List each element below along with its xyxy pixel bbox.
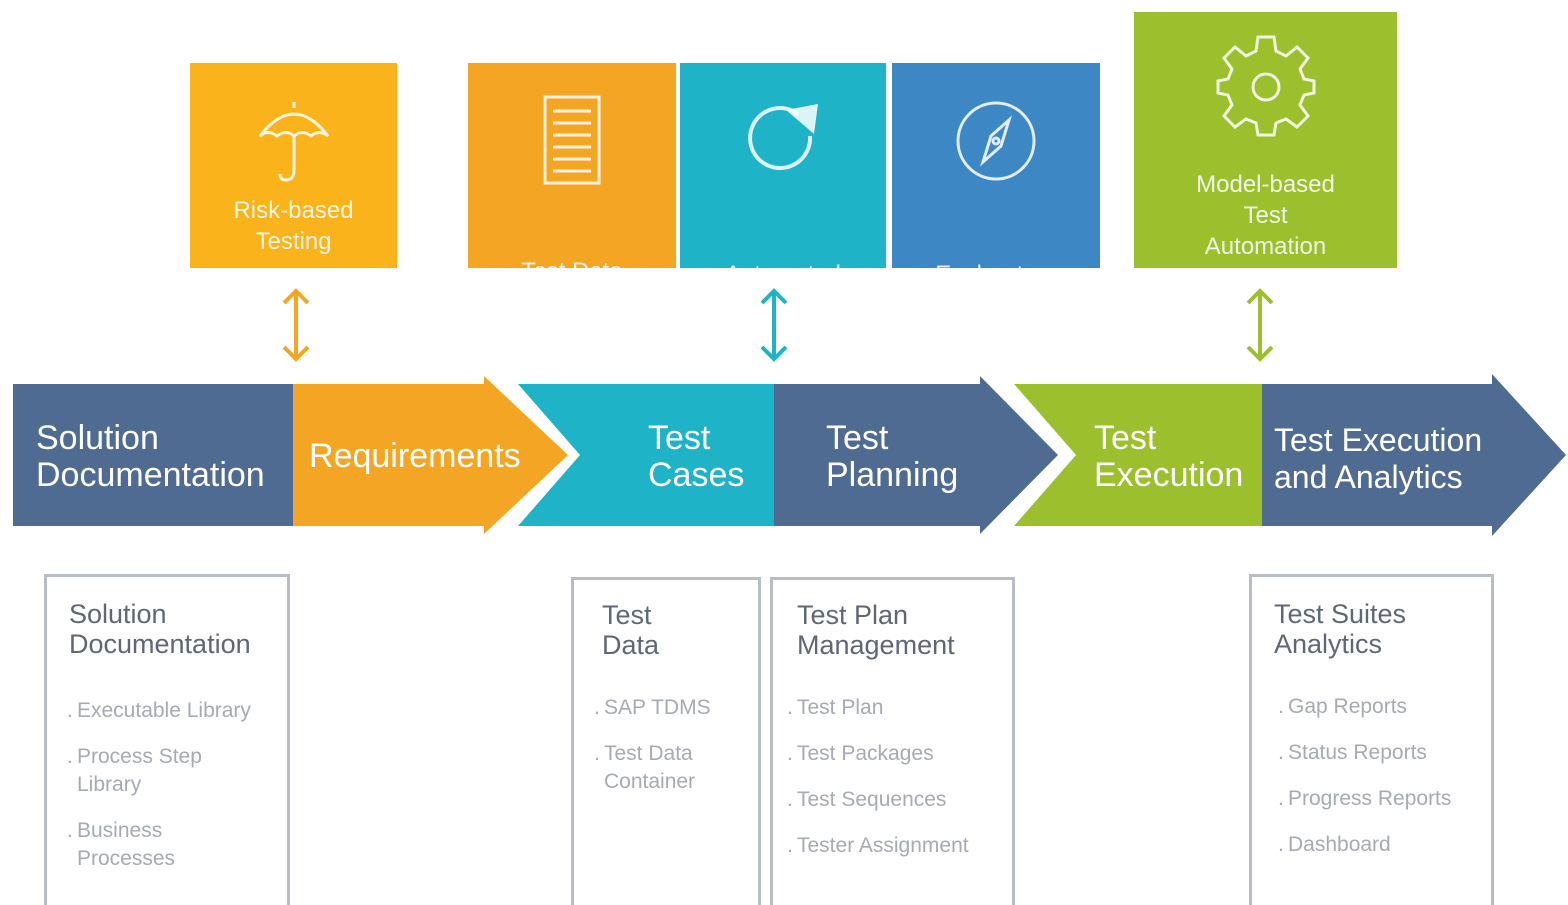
list-item: Test Plan [787,694,969,722]
card-title-line: Test Plan [797,600,909,630]
list-item-text: SAP TDMS [604,696,711,719]
list-item-text: Test Plan [797,696,884,719]
flow-segment-test-planning [774,376,1058,534]
flow-label-line: Cases [648,456,745,494]
flow-label-requirements: Requirements [309,438,521,475]
card-title: Solution Documentation [69,599,251,659]
tile-risk-based-testing: Risk-based Testing [190,63,397,268]
tile-label-line: Test Data [521,258,623,285]
card-title-line: Solution [69,599,167,629]
list-item-text: Dashboard [1288,833,1391,856]
list-item-text: Business [77,819,163,842]
tile-label-line: Test Cases [723,292,843,319]
flow-label-solution-documentation: Solution Documentation [36,420,265,494]
card-title: Test Data [602,600,659,660]
flow-label-line: Test Execution [1274,422,1483,458]
tile-label-line: Testing [957,292,1035,319]
connector-model-execution [1246,288,1274,362]
list-item-text: Container [604,770,696,793]
tile-label-line: Model-based [1196,171,1335,198]
list-item-text: Progress Reports [1288,787,1452,810]
flow-label-line: Test [826,419,889,457]
list-item-text: Library [77,773,142,796]
tile-automated-test-cases: Automated Test Cases [680,63,886,319]
card-title-line: Data [602,630,660,660]
flow-label-line: and Analytics [1274,459,1463,495]
list-item: SAP TDMS [594,694,711,722]
refresh-arrow-icon [680,81,886,201]
connector-automated-testcases [760,288,788,362]
flow-label-line: Solution [36,419,159,457]
flow-label-line: Documentation [36,456,265,494]
card-title: Test Plan Management [797,600,955,660]
list-item-text: Test Sequences [797,788,947,811]
flow-segment-requirements [293,376,568,534]
tile-label-line: Risk-based [233,197,354,224]
tile-label-line: Automation [1204,233,1327,260]
document-stack-icon [468,81,676,201]
list-item-text: Process Step [77,745,202,768]
tile-label-line: Test [1243,202,1288,229]
list-item-text: Status Reports [1288,741,1427,764]
list-item: Dashboard [1278,831,1451,859]
tile-model-based-test-automation: Model-based Test Automation [1134,12,1397,268]
flow-segment-test-execution [1014,384,1264,526]
flow-label-line: Execution [1094,456,1244,494]
card-solution-documentation: Solution Documentation Executable Librar… [44,574,290,905]
umbrella-icon [190,81,397,201]
list-item-text: Processes [77,847,176,870]
card-title-line: Analytics [1274,629,1383,659]
card-title: Test Suites Analytics [1274,599,1406,659]
compass-icon [892,81,1100,201]
list-item-text: Gap Reports [1288,695,1408,718]
card-title-line: Documentation [69,629,251,659]
flow-label-test-execution-analytics: Test Execution and Analytics [1274,422,1482,496]
gear-icon [1134,32,1397,142]
card-title-line: Test [602,600,652,630]
flow-label-test-cases: Test Cases [648,420,744,494]
list-item-text: Test Data [604,742,693,765]
flow-label-test-planning: Test Planning [826,420,958,494]
flow-label-line: Test [648,419,711,457]
flow-segment-solution-documentation [13,384,295,526]
flow-segment-test-execution-analytics [1262,374,1566,536]
flow-segment-test-cases [518,384,776,526]
tile-label-line: Testing [255,228,332,255]
card-title-line: Test Suites [1274,599,1407,629]
tile-test-data-management: Test Data Management [468,63,676,316]
flow-label-line: Requirements [309,437,521,475]
flow-label-line: Test [1094,419,1157,457]
card-test-plan-management: Test Plan Management Test Plan Test Pack… [770,577,1015,905]
list-item: Test Packages [787,740,969,768]
tile-exploratory-testing: Exploratory Testing [892,63,1100,319]
list-item: Test Sequences [787,786,969,814]
flow-label-line: Planning [826,456,959,494]
list-item: Executable Library [67,697,251,725]
tile-label-line: Exploratory [935,261,1057,288]
list-item-text: Executable Library [77,699,251,722]
list-item-text: Tester Assignment [797,834,969,857]
card-title-line: Management [797,630,955,660]
list-item: Gap Reports [1278,693,1451,721]
list-item-text: Test Packages [797,742,934,765]
tile-label-line: Automated [724,261,842,288]
flow-label-test-execution: Test Execution [1094,420,1243,494]
connector-risk-requirements [282,288,310,362]
list-item: Progress Reports [1278,785,1452,813]
tile-label-line: Management [501,289,643,316]
card-test-suites-analytics: Test Suites Analytics Gap Reports Status… [1249,574,1494,905]
list-item: Tester Assignment [787,832,969,860]
list-item: Status Reports [1278,739,1451,767]
